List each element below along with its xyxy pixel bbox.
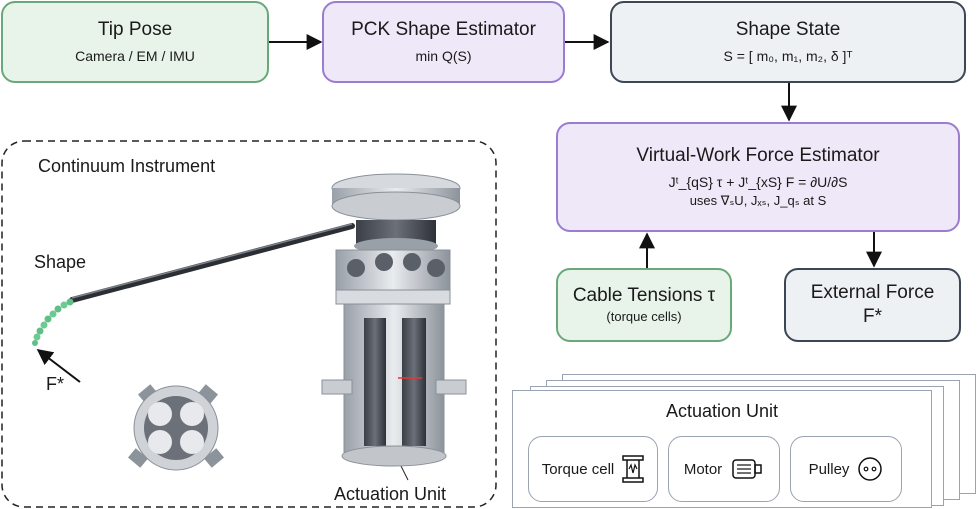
external-title: External Force xyxy=(810,282,935,303)
shape-label: Shape xyxy=(34,252,87,272)
pck-estimator-box: PCK Shape Estimator min Q(S) xyxy=(322,1,565,83)
torque-cell-icon xyxy=(622,455,645,483)
tip-pose-title: Tip Pose xyxy=(97,19,173,40)
vw-equation: Jᵗ_{qS} τ + Jᵗ_{xS} F = ∂U/∂S xyxy=(668,174,848,190)
pck-subtitle: min Q(S) xyxy=(415,48,472,64)
virtual-work-estimator-box: Virtual-Work Force Estimator Jᵗ_{qS} τ +… xyxy=(556,122,960,232)
pulley-label: Pulley xyxy=(808,460,850,478)
component-motor: Motor xyxy=(668,436,780,502)
motor-label: Motor xyxy=(683,460,723,478)
cable-tensions-box: Cable Tensions τ (torque cells) xyxy=(556,268,732,342)
shape-state-box: Shape State S = [ m₀, m₁, m₂, δ ]ᵀ xyxy=(610,1,966,83)
instrument-shaft xyxy=(69,223,355,303)
tip-pose-box: Tip Pose Camera / EM / IMU xyxy=(1,1,269,83)
continuum-segment xyxy=(32,298,74,346)
instrument-title: Continuum Instrument xyxy=(38,156,216,176)
force-arrow xyxy=(36,349,81,383)
shape-state-title: Shape State xyxy=(735,19,841,40)
external-force-box: External Force F* xyxy=(784,268,961,342)
component-pulley: Pulley xyxy=(790,436,902,502)
vw-title: Virtual-Work Force Estimator xyxy=(636,145,880,166)
actuation-unit-render xyxy=(321,173,467,467)
vw-uses: uses ∇ₛU, Jₓₛ, J_qₛ at S xyxy=(689,193,827,208)
tip-pose-subtitle: Camera / EM / IMU xyxy=(75,48,195,64)
cable-title: Cable Tensions τ xyxy=(572,285,716,306)
cable-subtitle: (torque cells) xyxy=(606,309,682,324)
motor-icon xyxy=(732,459,762,479)
pck-title: PCK Shape Estimator xyxy=(351,19,536,40)
spool-top-view xyxy=(128,384,224,471)
force-label: F* xyxy=(46,374,64,394)
actuation-panel-title: Actuation Unit xyxy=(665,401,779,421)
component-torque-cell: Torque cell xyxy=(528,436,658,502)
pulley-icon xyxy=(858,457,883,481)
shape-state-subtitle: S = [ m₀, m₁, m₂, δ ]ᵀ xyxy=(723,48,853,64)
actuation-unit-label: Actuation Unit xyxy=(334,484,447,504)
torque-cell-label: Torque cell xyxy=(541,460,615,478)
external-subtitle: F* xyxy=(863,306,882,327)
